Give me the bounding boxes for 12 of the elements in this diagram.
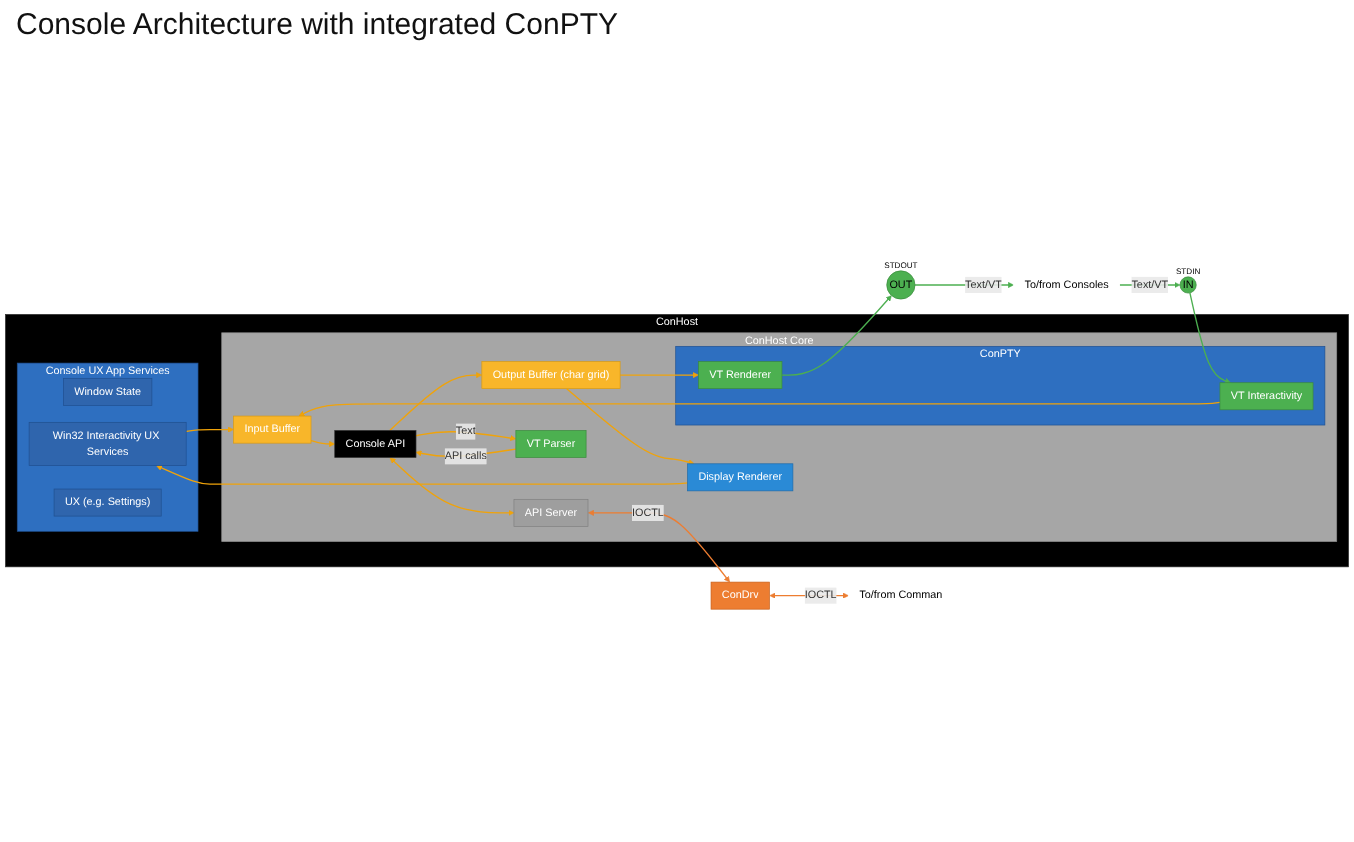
arrow <box>156 465 689 485</box>
arrow <box>1189 292 1231 384</box>
arrow <box>781 295 892 376</box>
arrow <box>389 457 515 516</box>
arrow <box>619 372 699 379</box>
arrow <box>588 509 730 583</box>
arrow <box>566 387 695 466</box>
arrow <box>185 426 234 433</box>
arrow <box>310 439 335 447</box>
arrow <box>389 372 483 432</box>
diagram-title: Console Architecture with integrated ConPTY <box>14 6 620 46</box>
arrow <box>298 401 1221 417</box>
